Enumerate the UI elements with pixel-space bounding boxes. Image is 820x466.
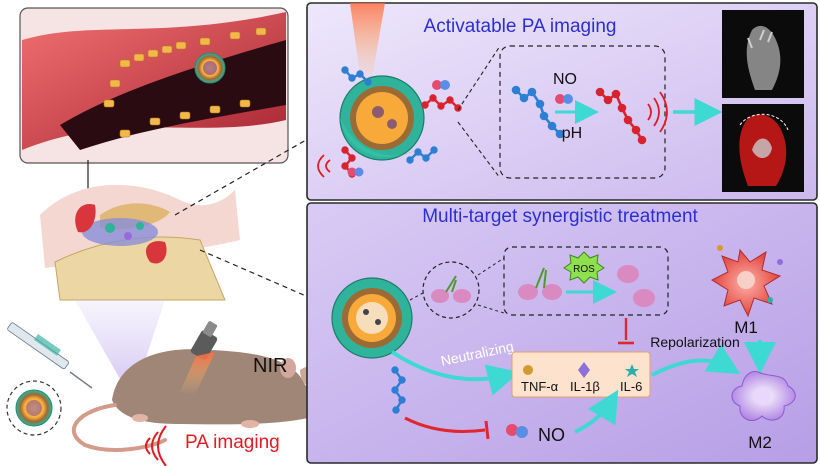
- cytokine-il-6: IL-6: [620, 379, 642, 394]
- connector-to-bottom-panel: [199, 249, 307, 297]
- activation-callout-box: [499, 45, 666, 179]
- top-laser-beam: [350, 3, 385, 90]
- ros-cleavage-box: [503, 246, 669, 316]
- nanoparticle-callout: [6, 380, 62, 436]
- ros-star: ROS: [563, 251, 605, 284]
- repolarization-arrow: [651, 343, 741, 377]
- joint-illustration: [40, 184, 240, 301]
- no-to-cytokine-arrow: [574, 389, 619, 434]
- nir-label: NIR: [253, 355, 287, 377]
- cytokine-box: [511, 351, 651, 398]
- no-inhibition-line: [404, 416, 486, 433]
- blood-vessel-inset: [19, 7, 289, 164]
- activated-molecule-callout: [595, 87, 647, 145]
- top-panel: Activatable PA imaging: [306, 2, 818, 201]
- il-6-icon: [625, 364, 639, 377]
- peptide-molecule-small: [431, 275, 471, 303]
- no-molecule-callout: [555, 94, 573, 104]
- m2-label: M2: [748, 433, 772, 452]
- repolarization-label: Repolarization: [650, 334, 740, 350]
- bottom-panel-title: Multi-target synergistic treatment: [422, 206, 698, 227]
- neutralizing-arrow: [390, 350, 520, 396]
- imaging-light-cone: [75, 300, 165, 400]
- probe-molecule-callout: [511, 85, 565, 139]
- ros-responsive-callout-circle: [422, 261, 480, 319]
- pa-waves-callout: [647, 91, 668, 133]
- pa-waves-mouse: [145, 425, 167, 466]
- ros-label: ROS: [573, 264, 595, 275]
- nanoparticle-large-top: [339, 75, 425, 161]
- top-panel-title: Activatable PA imaging: [424, 16, 617, 37]
- cleaved-fragment-2: [633, 289, 655, 307]
- no-molecule-top-left: [347, 80, 450, 177]
- m2-macrophage: [731, 371, 796, 421]
- syringe-illustration: [7, 322, 93, 389]
- il-1beta-icon: [578, 362, 590, 378]
- tnf-alpha-icon: [523, 365, 533, 375]
- pa-image-grayscale: [722, 10, 804, 98]
- probe-molecule-bottom: [391, 366, 406, 414]
- m1-label: M1: [734, 318, 758, 337]
- cytokine-il-1beta: IL-1β: [570, 379, 600, 394]
- m1-macrophage: [710, 245, 783, 318]
- endothelial-cells: [103, 27, 267, 138]
- no-label-bottom: NO: [538, 425, 565, 445]
- nanoparticle-large-bottom: [331, 277, 413, 359]
- pa-waves-top-left: [317, 154, 331, 178]
- connector-to-top-panel: [174, 139, 307, 216]
- bottom-panel: Multi-target synergistic treatment: [306, 202, 818, 464]
- ph-stimulus-label: pH: [562, 125, 582, 142]
- probe-molecules-top: [341, 66, 438, 164]
- cleaved-fragment-1: [617, 265, 639, 283]
- no-stimulus-label: NO: [553, 71, 577, 88]
- cytokine-tnf-alpha: TNF-α: [521, 379, 559, 394]
- peptide-molecule-box: [518, 267, 562, 300]
- nir-laser-probe: [180, 321, 218, 395]
- pa-image-red-overlay: [722, 104, 804, 192]
- no-molecule-bottom: [506, 424, 528, 438]
- pa-imaging-label: PA imaging: [185, 432, 280, 453]
